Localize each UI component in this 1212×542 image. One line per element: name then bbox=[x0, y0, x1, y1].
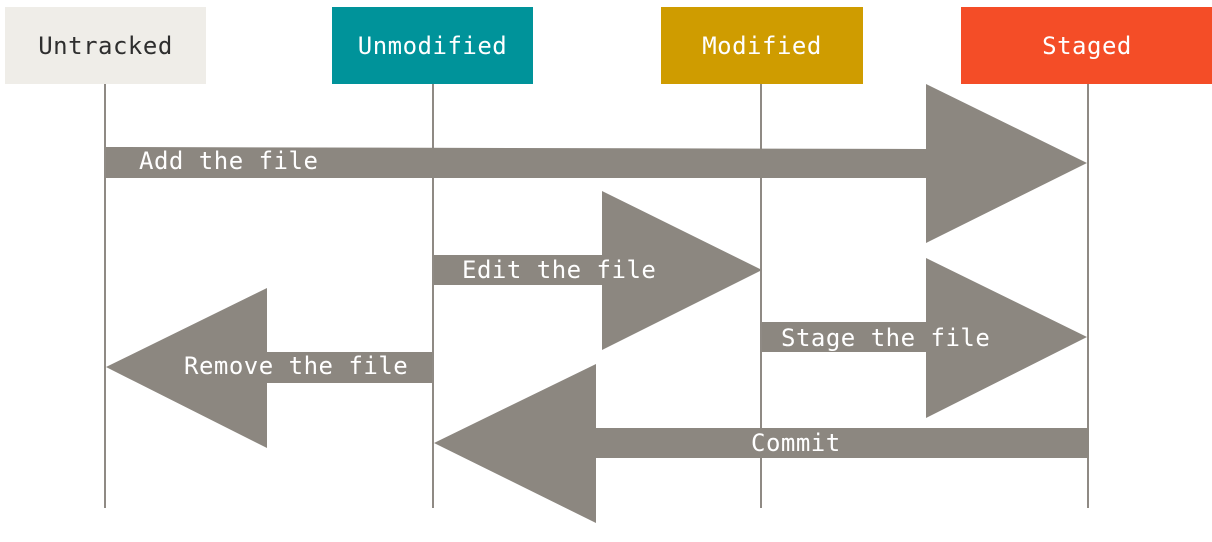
label-remove-the-file: Remove the file bbox=[184, 352, 409, 380]
state-modified-label: Modified bbox=[702, 31, 822, 60]
label-add-the-file: Add the file bbox=[139, 147, 319, 175]
state-unmodified-box: Unmodified bbox=[332, 7, 533, 84]
state-staged-box: Staged bbox=[961, 7, 1212, 84]
lifeline-unmodified bbox=[432, 84, 434, 508]
arrow-commit bbox=[434, 364, 1089, 523]
label-edit-the-file: Edit the file bbox=[462, 256, 657, 284]
arrow-add-the-file bbox=[106, 84, 1087, 243]
state-untracked-box: Untracked bbox=[5, 7, 206, 84]
arrow-remove-the-file bbox=[106, 288, 432, 448]
label-stage-the-file: Stage the file bbox=[781, 324, 991, 352]
state-modified-box: Modified bbox=[661, 7, 863, 84]
lifeline-staged bbox=[1087, 84, 1089, 508]
state-staged-label: Staged bbox=[1042, 31, 1132, 60]
lifeline-untracked bbox=[104, 84, 106, 508]
arrow-edit-the-file bbox=[434, 191, 762, 350]
arrow-stage-the-file bbox=[762, 258, 1087, 418]
state-untracked-label: Untracked bbox=[38, 31, 173, 60]
label-commit: Commit bbox=[751, 429, 841, 457]
lifeline-modified bbox=[760, 84, 762, 508]
state-unmodified-label: Unmodified bbox=[357, 31, 508, 60]
